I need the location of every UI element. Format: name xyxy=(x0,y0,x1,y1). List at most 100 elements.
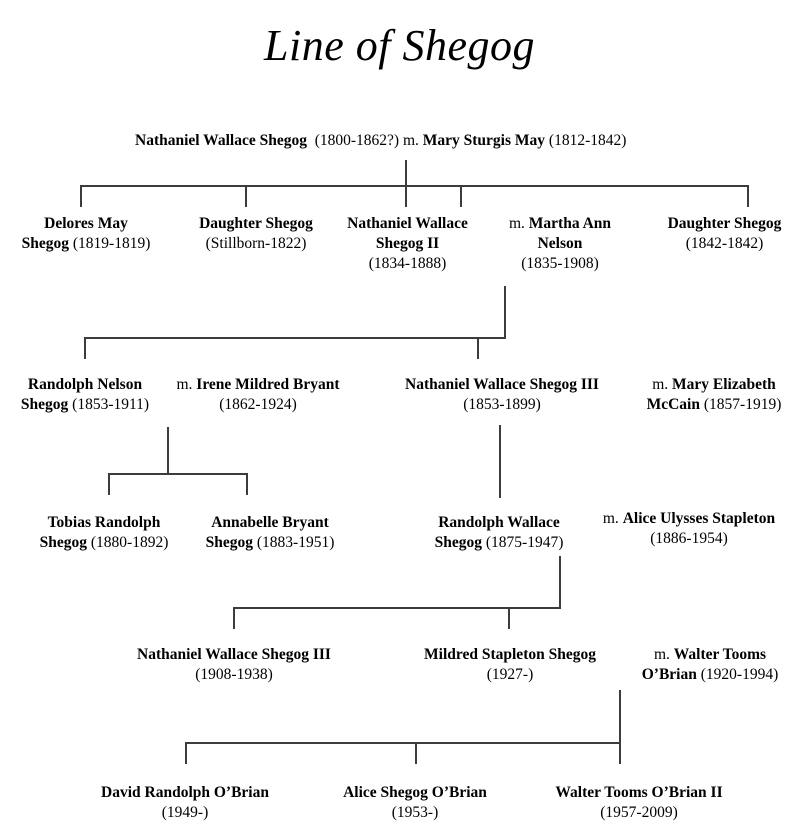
marriage-prefix: m. xyxy=(602,510,619,527)
person-walter-tooms-obrian-ii: Walter Tooms O’Brian II (1957-2009) xyxy=(520,783,758,823)
connector-g2-stub-4 xyxy=(460,185,462,207)
person-dates: (1853-1899) xyxy=(463,395,541,413)
connector-g6-stub-2 xyxy=(415,742,417,764)
person-david-randolph-obrian: David Randolph O’Brian (1949-) xyxy=(66,783,304,823)
person-daughter-shegog-1822: Daughter Shegog (Stillborn-1822) xyxy=(176,214,336,254)
person-dates: (1835-1908) xyxy=(521,254,599,272)
connector-g2-couple-drop xyxy=(504,286,506,338)
person-mary-elizabeth-mccain: m. Mary Elizabeth McCain (1857-1919) xyxy=(630,375,798,415)
spouse-name: Mary Sturgis May xyxy=(422,132,546,149)
person-dates: (1908-1938) xyxy=(195,665,273,683)
connector-g6-sibling-bar xyxy=(185,742,621,744)
person-dates: (1875-1947) xyxy=(485,533,564,551)
person-tobias-randolph-shegog: Tobias Randolph Shegog (1880-1892) xyxy=(18,513,190,553)
person-name-line1: Randolph Nelson xyxy=(27,376,143,393)
connector-g4-left-sibling-bar xyxy=(108,473,248,475)
person-nathaniel-wallace-shegog: Nathaniel Wallace Shegog (1800-1862?) m.… xyxy=(135,131,626,151)
person-dates: (1819-1819) xyxy=(72,234,151,252)
person-name-line2: Shegog xyxy=(39,533,87,551)
connector-g2-sibling-bar xyxy=(80,185,749,187)
person-martha-ann-nelson: m. Martha Ann Nelson (1835-1908) xyxy=(490,214,630,273)
connector-g3-stub-2 xyxy=(477,337,479,359)
person-dates: (1949-) xyxy=(161,803,209,821)
person-name: Daughter Shegog xyxy=(199,215,313,232)
person-name-line1: Martha Ann xyxy=(528,215,612,232)
person-name: Daughter Shegog xyxy=(667,215,782,232)
person-name: Walter Tooms O’Brian II xyxy=(555,784,723,801)
person-nathaniel-wallace-shegog-iii-1908: Nathaniel Wallace Shegog III (1908-1938) xyxy=(92,645,376,685)
person-name: Nathaniel Wallace Shegog III xyxy=(137,646,331,663)
person-mildred-stapleton-shegog: Mildred Stapleton Shegog (1927-) xyxy=(390,645,630,685)
person-name: Mildred Stapleton Shegog xyxy=(424,646,596,663)
person-dates: (1880-1892) xyxy=(90,533,169,551)
person-dates: (1920-1994) xyxy=(700,665,779,683)
connector-g5-sibling-bar xyxy=(233,607,561,609)
person-name: Alice Shegog O’Brian xyxy=(343,784,487,801)
person-delores-may-shegog: Delores May Shegog (1819-1819) xyxy=(6,214,166,254)
person-walter-tooms-obrian: m. Walter Tooms O’Brian (1920-1994) xyxy=(622,645,798,685)
person-name: David Randolph O’Brian xyxy=(101,784,269,801)
connector-g3-sibling-bar xyxy=(84,337,506,339)
connector-g2-stub-5 xyxy=(747,185,749,207)
connector-g5-stub-1 xyxy=(233,607,235,629)
connector-g4-left-stub-2 xyxy=(246,473,248,495)
person-alice-ulysses-stapleton: m. Alice Ulysses Stapleton (1886-1954) xyxy=(580,509,798,549)
person-dates: (1953-) xyxy=(391,803,439,821)
connector-g6-stub-3 xyxy=(619,742,621,764)
person-dates: (1857-1919) xyxy=(703,395,782,413)
person-dates: (1862-1924) xyxy=(219,395,297,413)
marriage-prefix: m. xyxy=(653,646,670,663)
connector-g4-left-stub-1 xyxy=(108,473,110,495)
person-name-line2: Shegog xyxy=(20,395,69,413)
connector-g1-drop xyxy=(405,160,407,186)
person-name-line2: McCain xyxy=(646,395,700,413)
person-annabelle-bryant-shegog: Annabelle Bryant Shegog (1883-1951) xyxy=(186,513,354,553)
person-name-line1: Walter Tooms xyxy=(673,646,767,663)
person-dates: (1800-1862?) xyxy=(314,132,400,149)
connector-g2-stub-1 xyxy=(80,185,82,207)
person-randolph-wallace-shegog: Randolph Wallace Shegog (1875-1947) xyxy=(408,513,590,553)
connector-g5-stub-2 xyxy=(508,607,510,629)
person-name-line2: Shegog xyxy=(434,533,482,551)
marriage-prefix: m. xyxy=(176,376,193,393)
person-randolph-nelson-shegog: Randolph Nelson Shegog (1853-1911) xyxy=(10,375,160,415)
person-dates: (1886-1954) xyxy=(650,529,728,547)
person-dates: (1834-1888) xyxy=(368,254,447,272)
person-dates: (1842-1842) xyxy=(685,234,764,252)
connector-g2-stub-2 xyxy=(245,185,247,207)
person-name-line1: Tobias Randolph xyxy=(47,514,161,531)
connector-g2-stub-3 xyxy=(405,185,407,207)
connector-g3-left-couple-drop xyxy=(167,427,169,475)
person-daughter-shegog-1842: Daughter Shegog (1842-1842) xyxy=(652,214,797,254)
person-dates: (Stillborn-1822) xyxy=(205,234,307,252)
person-name: Alice Ulysses Stapleton xyxy=(622,510,776,527)
person-irene-mildred-bryant: m. Irene Mildred Bryant (1862-1924) xyxy=(163,375,353,415)
person-name-line2: Shegog xyxy=(205,533,253,551)
person-name-line2: Shegog II xyxy=(375,234,440,252)
person-dates: (1957-2009) xyxy=(600,803,678,821)
person-name: Irene Mildred Bryant xyxy=(196,376,340,393)
person-name: Nathaniel Wallace Shegog III xyxy=(405,376,599,393)
person-name-line2: O’Brian xyxy=(641,665,697,683)
connector-g3-stub-1 xyxy=(84,337,86,359)
person-dates: (1883-1951) xyxy=(256,533,335,551)
marriage-prefix: m. xyxy=(652,376,669,393)
person-nathaniel-wallace-shegog-ii: Nathaniel Wallace Shegog II (1834-1888) xyxy=(335,214,480,273)
connector-g4-couple-drop xyxy=(559,556,561,609)
connector-g3-right-couple-drop xyxy=(499,425,501,498)
spouse-dates: (1812-1842) xyxy=(548,132,627,149)
person-name-line2: Shegog xyxy=(21,234,69,252)
person-alice-shegog-obrian: Alice Shegog O’Brian (1953-) xyxy=(310,783,520,823)
person-name-line2: Nelson xyxy=(537,234,583,252)
person-name-line1: Mary Elizabeth xyxy=(672,376,776,393)
person-name-line1: Delores May xyxy=(44,215,128,232)
person-dates: (1853-1911) xyxy=(72,395,150,413)
person-name: Nathaniel Wallace Shegog xyxy=(135,132,307,149)
marriage-prefix: m. xyxy=(508,215,525,232)
connector-g6-stub-1 xyxy=(185,742,187,764)
person-dates: (1927-) xyxy=(486,665,534,683)
person-name-line1: Randolph Wallace xyxy=(438,514,560,531)
person-name-line1: Nathaniel Wallace xyxy=(347,215,468,232)
connector-g5-couple-drop xyxy=(619,690,621,744)
